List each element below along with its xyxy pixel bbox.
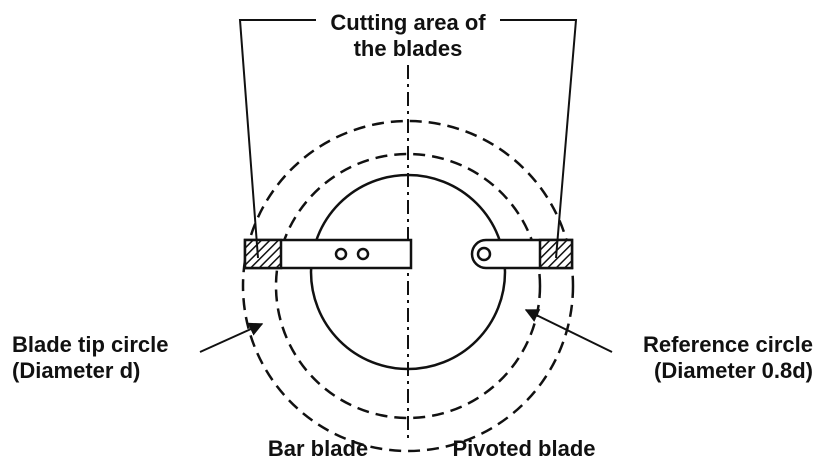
blade-tip-leader-arrow — [199, 322, 264, 353]
bar-blade-bolt-hole — [334, 247, 348, 261]
cutting-area-label-line1: Cutting area of — [330, 10, 486, 35]
reference-leader-arrow — [524, 309, 613, 353]
blade-tip-circle-label-line2: (Diameter d) — [12, 358, 140, 383]
pivoted-blade — [470, 238, 574, 270]
reference-circle-label-line2: (Diameter 0.8d) — [654, 358, 813, 383]
reference-circle-label-line1: Reference circle — [643, 332, 813, 357]
reference-circle — [274, 152, 542, 420]
pivoted-blade-label: Pivoted blade — [452, 436, 595, 461]
blade-tip-circle — [241, 119, 575, 453]
pivot-hole — [476, 246, 492, 262]
cutting-area-label-line2: the blades — [354, 36, 463, 61]
cutting-area-bracket-right — [500, 19, 578, 259]
bar-blade-cutting-area — [243, 238, 283, 270]
blade-tip-circle-label-line1: Blade tip circle — [12, 332, 169, 357]
bar-blade — [243, 238, 413, 270]
cutting-area-bracket-left — [238, 19, 316, 259]
pivoted-blade-cutting-area — [538, 238, 574, 270]
bar-blade-bolt-hole — [356, 247, 370, 261]
bar-blade-label: Bar blade — [268, 436, 368, 461]
